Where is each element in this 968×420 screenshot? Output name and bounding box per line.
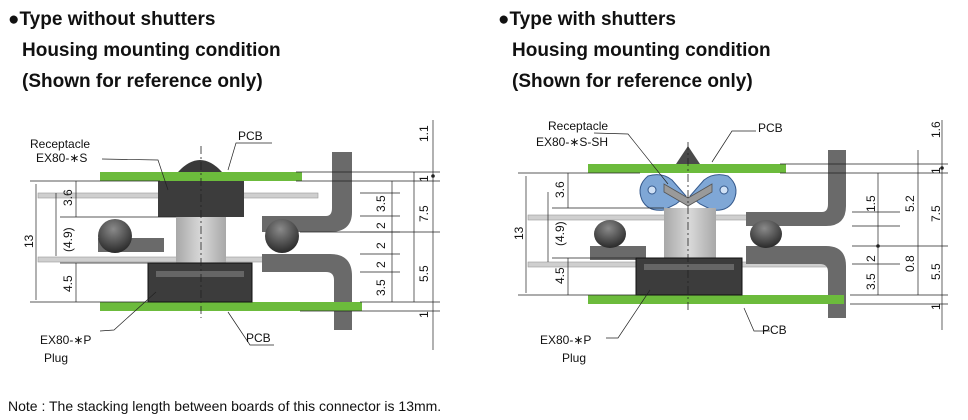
- right-dim-1-5: 1.5: [864, 195, 878, 212]
- right-pcb-top-label: PCB: [758, 121, 783, 135]
- left-panel-title: ●Type without shutters Housing mounting …: [8, 4, 281, 97]
- left-dim-4-9: (4.9): [61, 227, 75, 252]
- left-pcb-bottom-label: PCB: [246, 331, 271, 345]
- left-dim-1b: 1: [417, 311, 431, 318]
- left-dim-3-5a: 3.5: [374, 195, 388, 212]
- footnote: Note : The stacking length between board…: [8, 398, 442, 414]
- right-pcb-bottom: [588, 295, 844, 304]
- right-receptacle-part: EX80-∗S-SH: [536, 135, 608, 149]
- left-pcb-bottom: [100, 302, 362, 311]
- left-plug-detail: [156, 271, 244, 277]
- left-receptacle-label: Receptacle: [30, 137, 90, 151]
- right-dim-4-5: 4.5: [553, 267, 567, 284]
- right-dim-1-6: 1.6: [929, 121, 943, 138]
- left-dim-2c: 2: [374, 261, 388, 268]
- right-receptacle-label: Receptacle: [548, 119, 608, 133]
- left-dim-1-1: 1.1: [417, 125, 431, 142]
- right-pcb-bottom-label: PCB: [762, 323, 787, 337]
- left-dim-1a: 1: [417, 175, 431, 182]
- left-plug-label: Plug: [44, 351, 68, 365]
- right-dim-7-5: 7.5: [929, 205, 943, 222]
- left-dim-5-5: 5.5: [417, 265, 431, 282]
- left-dim-2a: 2: [374, 222, 388, 229]
- left-plug-part: EX80-∗P: [40, 333, 91, 347]
- left-ball-stud-left: [98, 219, 132, 253]
- right-shutter-left: [639, 174, 687, 211]
- right-dim-5-2: 5.2: [903, 195, 917, 212]
- left-pcb-top-label: PCB: [238, 129, 263, 143]
- right-dim-5-5: 5.5: [929, 263, 943, 280]
- right-heading: ●Type with shutters: [498, 9, 676, 30]
- right-subtitle-2: (Shown for reference only): [512, 71, 753, 92]
- left-ball-stud-right: [265, 219, 299, 253]
- left-receptacle-dome: [178, 160, 222, 172]
- left-pcb-top: [100, 172, 302, 181]
- right-pcb-top: [588, 164, 786, 173]
- left-dim-lines: [30, 120, 440, 350]
- left-plug-body: [147, 262, 253, 303]
- right-plug-body: [635, 257, 743, 296]
- right-dim-0-8: 0.8: [903, 255, 917, 272]
- left-dim-4-5: 4.5: [61, 275, 75, 292]
- left-dim-2b: 2: [374, 242, 388, 249]
- right-diagram: Receptacle EX80-∗S-SH PCB PCB EX80-∗P Pl…: [512, 119, 948, 365]
- right-housing-block: [590, 246, 646, 260]
- right-dim-lines: [518, 120, 948, 339]
- right-shutter-pin-left: [647, 185, 657, 195]
- right-housing-bracket-lower: [746, 246, 846, 318]
- left-heading: ●Type without shutters: [8, 9, 216, 30]
- right-plug-detail: [644, 264, 734, 270]
- right-dim-2: 2: [864, 255, 878, 262]
- left-subtitle-1: Housing mounting condition: [22, 40, 281, 61]
- left-dim-7-5: 7.5: [417, 205, 431, 222]
- right-ball-stud-right: [750, 220, 782, 248]
- left-mating-core: [176, 217, 226, 263]
- left-housing-bracket-lower: [262, 254, 352, 330]
- right-dim-3-5: 3.5: [864, 273, 878, 290]
- right-plug-part: EX80-∗P: [540, 333, 591, 347]
- right-housing-bracket-upper: [746, 150, 846, 226]
- right-shutter-pin-right: [719, 185, 729, 195]
- left-dim-3-5b: 3.5: [374, 279, 388, 296]
- right-dim-1a: 1: [929, 167, 943, 174]
- right-dim-4-9: (4.9): [553, 221, 567, 246]
- right-ball-stud-left: [594, 220, 626, 248]
- left-dim-13: 13: [22, 234, 36, 248]
- right-dim-1b: 1: [929, 303, 943, 310]
- right-plug-label: Plug: [562, 351, 586, 365]
- left-dim-3-6: 3.6: [61, 189, 75, 206]
- left-diagram: Receptacle EX80-∗S PCB PCB EX80-∗P Plug …: [22, 120, 440, 365]
- right-dim-13: 13: [512, 226, 526, 240]
- right-shutter-right: [689, 174, 737, 211]
- right-subtitle-1: Housing mounting condition: [512, 40, 771, 61]
- left-subtitle-2: (Shown for reference only): [22, 71, 263, 92]
- right-dim-3-6: 3.6: [553, 181, 567, 198]
- right-panel-title: ●Type with shutters Housing mounting con…: [498, 4, 771, 97]
- left-housing-bracket-upper: [262, 152, 352, 232]
- left-receptacle-part: EX80-∗S: [36, 151, 87, 165]
- right-mating-core: [664, 208, 716, 258]
